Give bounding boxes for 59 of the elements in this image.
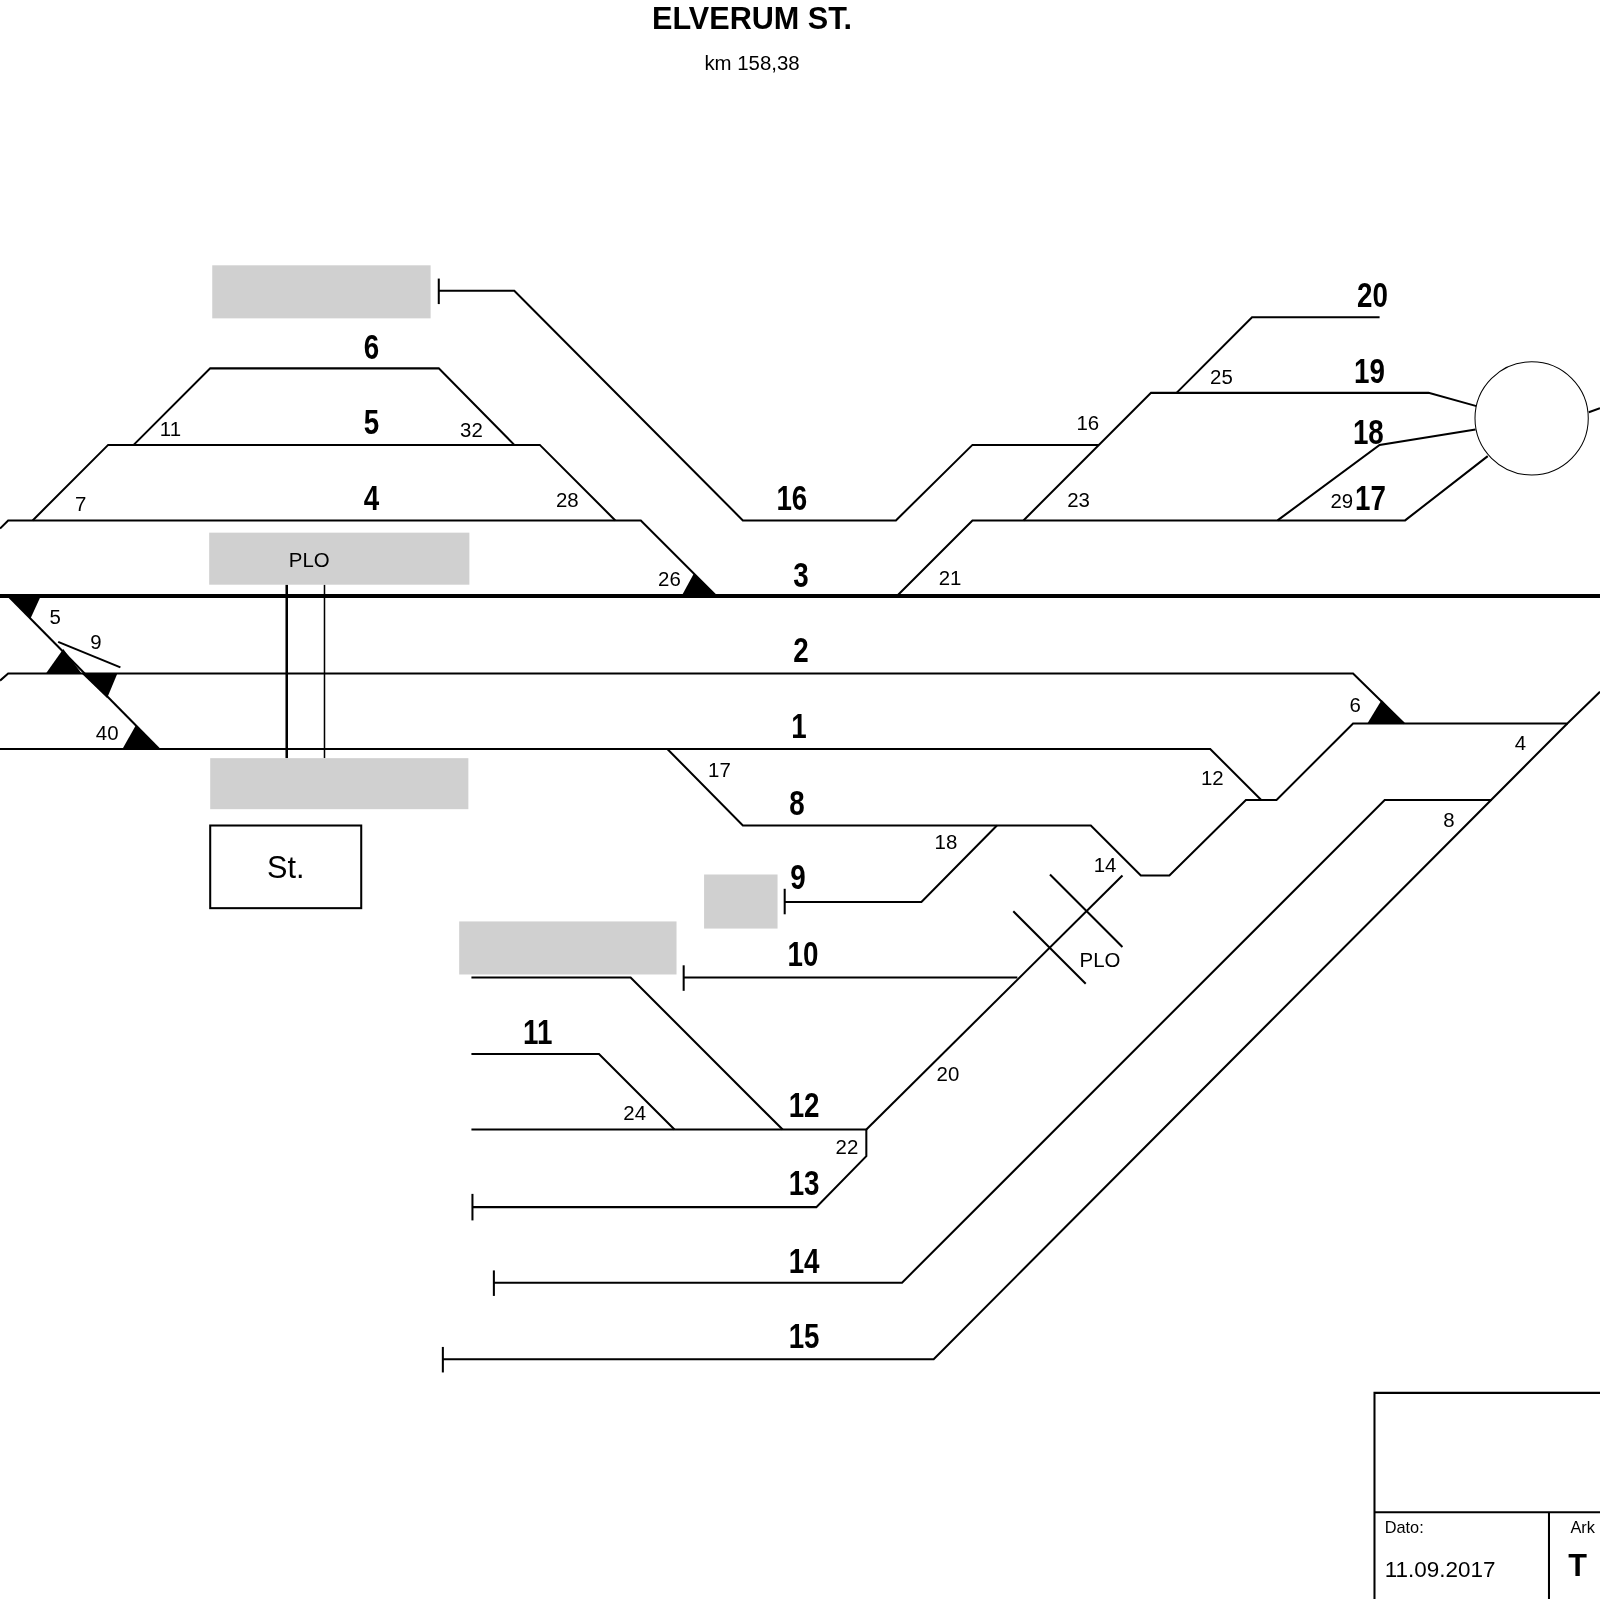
switch-number: 8 — [1443, 809, 1455, 830]
track-number: 10 — [787, 936, 819, 972]
switch-number: 16 — [1076, 412, 1100, 433]
switch-number: 24 — [623, 1103, 647, 1124]
switch-number: 14 — [1093, 855, 1117, 876]
crossing-label: PLO — [1079, 950, 1121, 971]
switch-number: 6 — [1349, 694, 1361, 716]
track-number: 14 — [788, 1243, 820, 1279]
switch-number: 18 — [934, 831, 958, 853]
switch-number: 17 — [708, 759, 731, 780]
track-number: 20 — [1357, 277, 1388, 313]
switch-number: 40 — [95, 722, 119, 743]
switch-number: 5 — [49, 607, 61, 628]
field-label: Ark — [1570, 1519, 1595, 1536]
track-number: 17 — [1354, 480, 1386, 516]
caption: km 158,38 — [704, 53, 800, 74]
switch-number: 20 — [936, 1063, 960, 1084]
track-number: 5 — [363, 404, 380, 439]
switch-number: 26 — [658, 568, 681, 589]
crossing-line — [323, 583, 326, 759]
platform-box — [704, 874, 778, 929]
field-label: Dato: — [1384, 1519, 1424, 1536]
track-number: 1 — [791, 708, 807, 743]
switch-number: 7 — [74, 493, 87, 515]
station-label: St. — [267, 849, 305, 885]
switch-number: 11 — [159, 418, 181, 439]
switch-number: 25 — [1210, 366, 1233, 387]
track-number: 15 — [788, 1318, 820, 1354]
track-number: 13 — [788, 1165, 820, 1200]
switch-number: 21 — [938, 567, 962, 588]
platform-box — [459, 921, 677, 975]
switch-number: 29 — [1330, 490, 1354, 512]
platform-box — [210, 758, 469, 810]
switch-number: 32 — [460, 419, 483, 440]
platform-box — [209, 532, 470, 585]
switch-number: 23 — [1067, 489, 1090, 511]
title: ELVERUM ST. — [651, 3, 853, 34]
field-value: T — [1568, 1550, 1588, 1581]
track-number: 16 — [776, 480, 808, 516]
date-value: 11.09.2017 — [1384, 1558, 1496, 1581]
track-number: 2 — [793, 632, 809, 668]
track-number: 19 — [1353, 353, 1385, 388]
track-number: 9 — [790, 859, 806, 894]
platform-label: PLO — [288, 549, 330, 573]
crossing-line — [285, 584, 288, 759]
switch-number: 4 — [1514, 732, 1527, 754]
track-number: 12 — [788, 1087, 820, 1123]
track-number: 3 — [793, 557, 809, 592]
track-number: 6 — [363, 329, 380, 365]
track-number: 18 — [1352, 414, 1384, 449]
switch-number: 22 — [835, 1136, 859, 1158]
platform-box — [212, 265, 431, 319]
switch-number: 28 — [556, 489, 579, 511]
track-number: 4 — [363, 480, 380, 516]
track-number: 11 — [523, 1014, 553, 1049]
station-building-box — [209, 824, 363, 910]
track-number: 8 — [789, 785, 805, 821]
switch-number: 9 — [90, 631, 102, 653]
switch-number: 12 — [1200, 767, 1224, 788]
